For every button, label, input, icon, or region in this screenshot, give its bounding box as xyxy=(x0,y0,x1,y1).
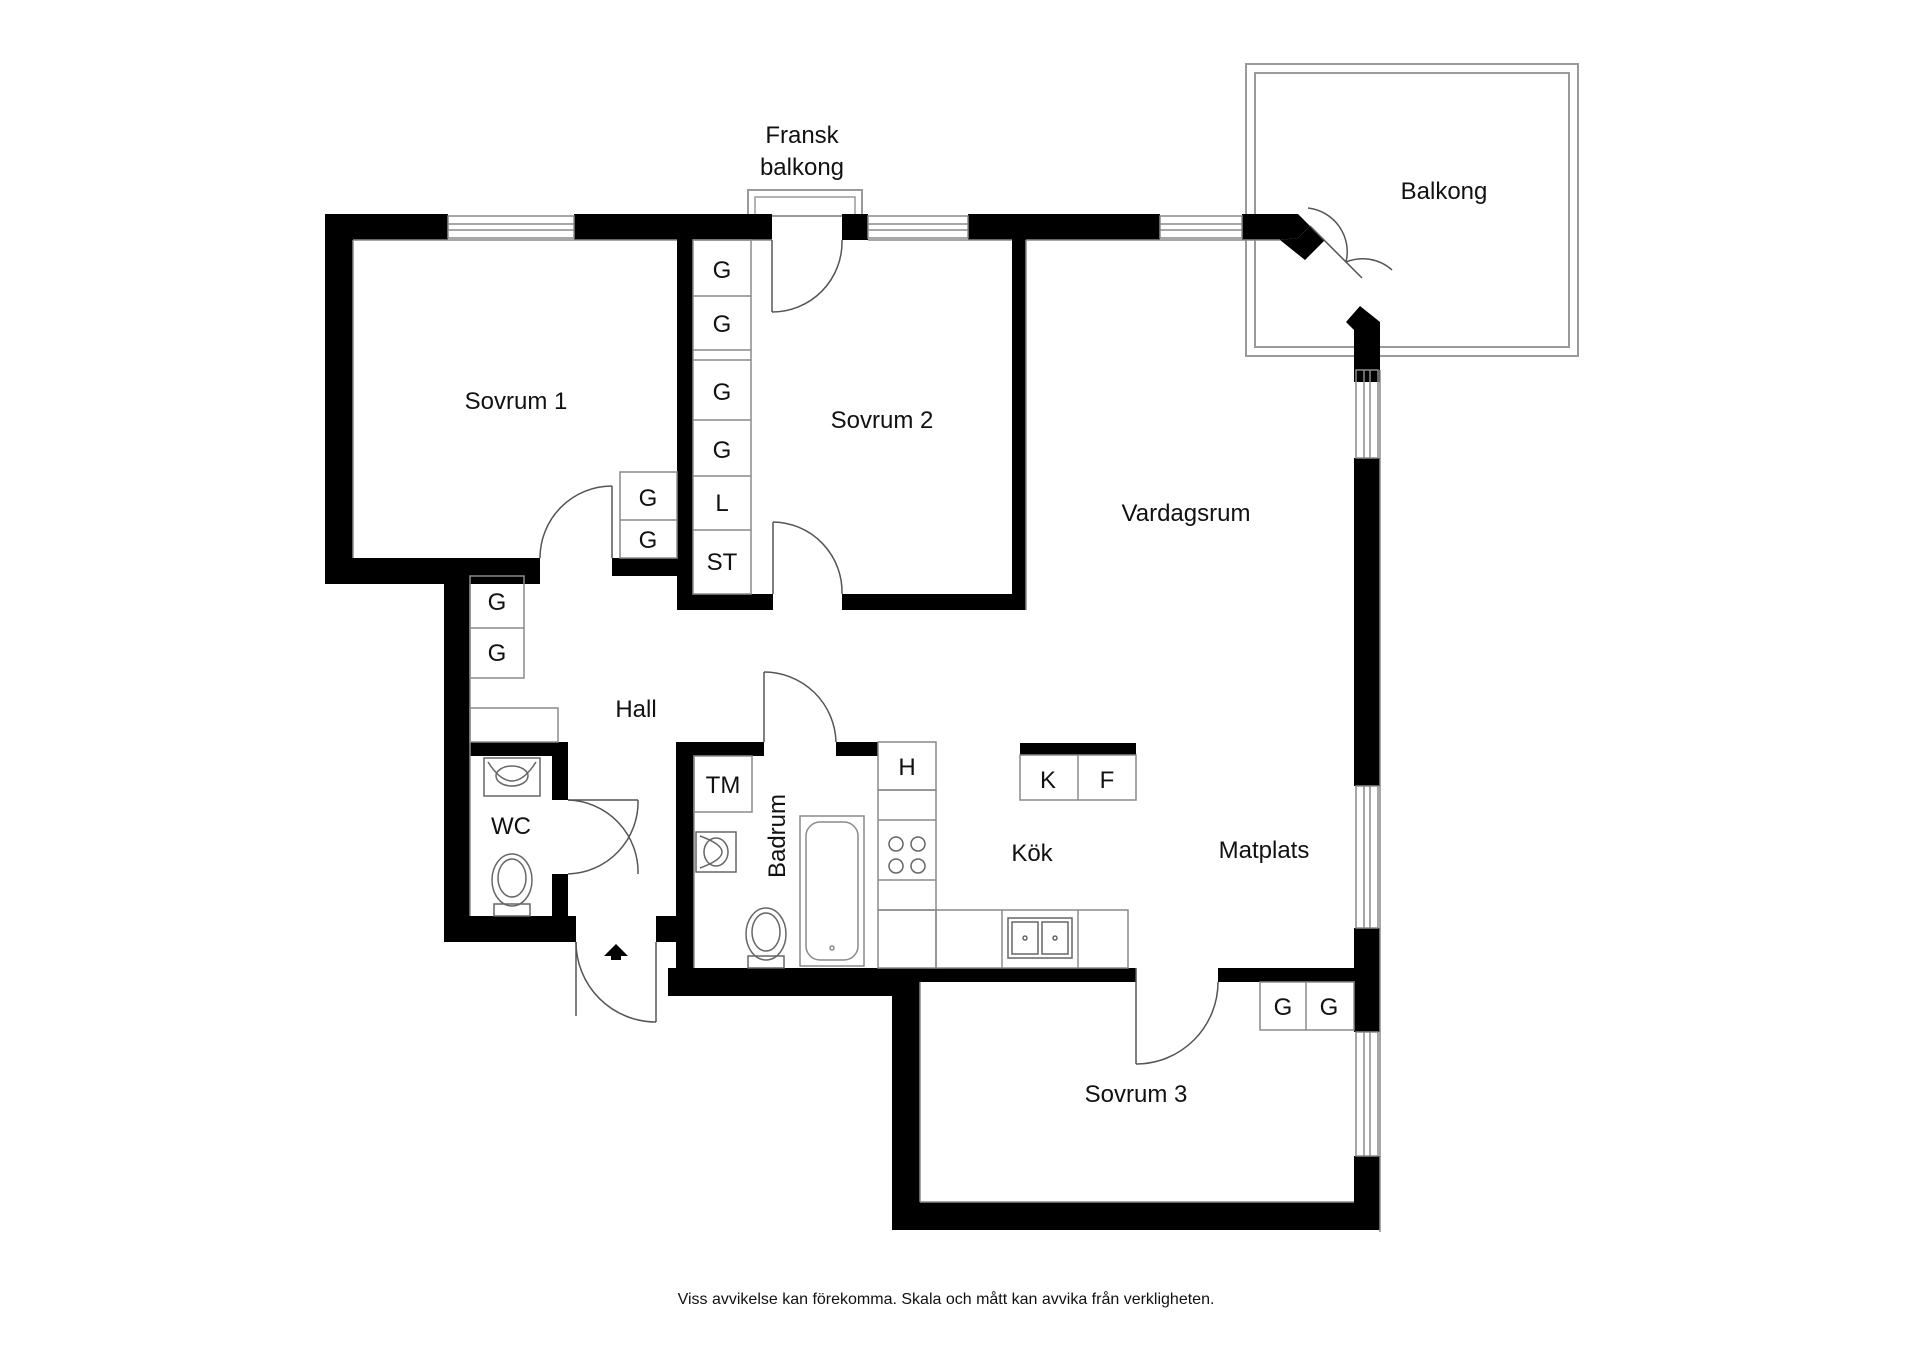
label-g: G xyxy=(713,257,732,284)
label-g: G xyxy=(713,437,732,464)
label-k: K xyxy=(1040,767,1056,794)
label-g: G xyxy=(639,527,658,554)
label-sovrum-1: Sovrum 1 xyxy=(465,388,568,415)
cabinets xyxy=(469,239,1355,1031)
label-hall: Hall xyxy=(615,696,656,723)
label-g: G xyxy=(488,589,507,616)
label-f: F xyxy=(1100,767,1115,794)
label-sovrum-3: Sovrum 3 xyxy=(1085,1081,1188,1108)
windows xyxy=(447,215,1379,1157)
french-balcony-rail xyxy=(747,189,863,217)
label-h: H xyxy=(898,754,915,781)
label-g: G xyxy=(713,379,732,406)
label-st: ST xyxy=(707,549,738,576)
disclaimer-text: Viss avvikelse kan förekomma. Skala och … xyxy=(678,1290,1215,1308)
kitchen-sink-icon xyxy=(1007,917,1073,959)
label-g: G xyxy=(639,485,658,512)
label-vardagsrum: Vardagsrum xyxy=(1122,500,1251,527)
label-wc: WC xyxy=(491,813,531,840)
wc-toilet-icon xyxy=(491,853,533,917)
storage-labels: G G G G L ST G G G G TM H K F G G xyxy=(488,257,1339,1021)
entrance-arrow-icon xyxy=(604,944,628,960)
label-balkong: Balkong xyxy=(1401,178,1488,205)
label-g: G xyxy=(1274,994,1293,1021)
label-fransk-balkong-1: Fransk xyxy=(765,122,839,149)
balcony xyxy=(1245,63,1579,357)
bathroom-toilet-icon xyxy=(745,907,787,969)
label-matplats: Matplats xyxy=(1219,837,1310,864)
label-g: G xyxy=(713,311,732,338)
label-badrum: Badrum xyxy=(764,794,791,878)
walls xyxy=(325,214,1380,1230)
doors xyxy=(539,207,1393,1065)
room-labels: Sovrum 1 Sovrum 2 Vardagsrum Hall WC Bad… xyxy=(465,122,1488,1108)
label-l: L xyxy=(715,490,728,517)
label-g: G xyxy=(488,640,507,667)
label-sovrum-2: Sovrum 2 xyxy=(831,407,934,434)
label-fransk-balkong-2: balkong xyxy=(760,154,844,181)
label-g: G xyxy=(1320,994,1339,1021)
label-kok: Kök xyxy=(1011,840,1053,867)
bathroom-sink-icon xyxy=(695,831,737,873)
stove-icon xyxy=(888,836,926,874)
label-tm: TM xyxy=(706,772,741,799)
wc-sink-icon xyxy=(483,757,541,797)
